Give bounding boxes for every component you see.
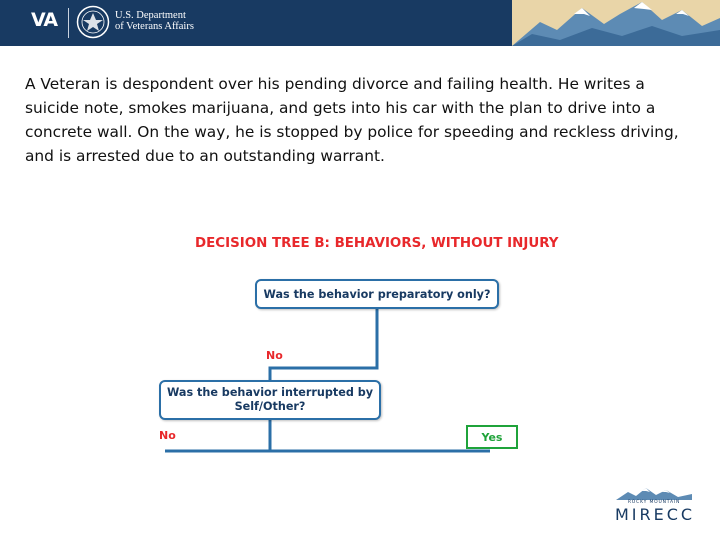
answer-yes-box: Yes <box>466 425 518 449</box>
va-seal-icon <box>76 5 110 39</box>
mountain-banner-icon <box>512 0 720 46</box>
header-divider <box>68 8 69 38</box>
answer-no-label: No <box>266 349 283 362</box>
mirecc-mountain-icon <box>616 488 692 500</box>
connector-q1-down <box>268 309 379 380</box>
department-line2: of Veterans Affairs <box>115 21 194 32</box>
va-logo: VA <box>31 9 58 31</box>
mirecc-tagline: ROCKY MOUNTAIN <box>627 500 681 505</box>
question-box-preparatory: Was the behavior preparatory only? <box>255 279 499 309</box>
question-box-interrupted: Was the behavior interrupted by Self/Oth… <box>159 380 381 420</box>
department-line1: U.S. Department <box>115 10 186 21</box>
question-interrupted-line2: Self/Other? <box>234 400 306 413</box>
answer-yes-label: Yes <box>481 430 503 444</box>
department-name: U.S. Department of Veterans Affairs <box>115 10 194 32</box>
question-preparatory-text: Was the behavior preparatory only? <box>263 287 491 301</box>
question-interrupted-line1: Was the behavior interrupted by <box>166 386 374 399</box>
connector-q2-yes <box>268 420 490 453</box>
scenario-text: A Veteran is despondent over his pending… <box>25 75 679 165</box>
mirecc-wordmark: MIRECC <box>614 505 696 524</box>
header-banner: VA U.S. Department of Veterans Affairs <box>0 0 720 46</box>
answer-no-label-2: No <box>159 429 176 442</box>
decision-tree-title: DECISION TREE B: BEHAVIORS, WITHOUT INJU… <box>195 236 559 251</box>
